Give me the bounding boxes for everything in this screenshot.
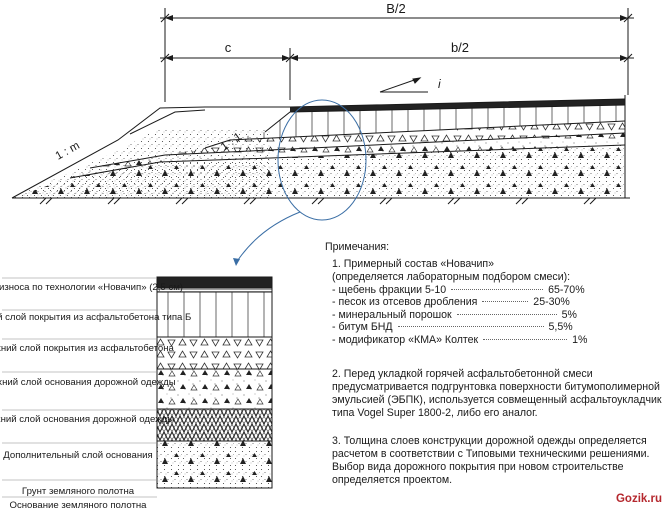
- layer-label-top-a: Верхний слой покрытия из асфальтобетона …: [0, 312, 191, 323]
- detail-callout-circle: [277, 99, 367, 221]
- composition-name: - минеральный порошок: [332, 308, 452, 321]
- layer-label-subgrade: Основание земляного полотна: [10, 500, 148, 511]
- composition-row: - минеральный порошок 5%: [332, 309, 587, 321]
- note-2-line: типа Vogel Super 1800-2, либо его аналог…: [332, 407, 538, 419]
- layer-label-extra-a: Дополнительный слой основания: [3, 450, 152, 461]
- composition-row: - битум БНД 5,5%: [332, 321, 587, 333]
- note-2-line: предусматривается подгрунтовка поверхнос…: [332, 381, 660, 393]
- outer-slope-label: 1 : m: [54, 140, 82, 163]
- composition-value: 1%: [572, 333, 588, 346]
- dimension-full-label: B/2: [386, 1, 406, 16]
- note-3-line: определяется проектом.: [332, 474, 453, 486]
- layer-label-bottom-a: Нижний слой покрытия из асфальтобетона: [0, 343, 175, 354]
- composition-name: - битум БНД: [332, 321, 393, 334]
- detail-callout-arrow: [237, 211, 301, 261]
- composition-name: - песок из отсевов дробления: [332, 296, 478, 309]
- layer-stack: [156, 276, 273, 489]
- watermark: Gozik.ru: [615, 493, 662, 505]
- composition-row: - песок из отсевов дробления 25-30%: [332, 296, 587, 308]
- note-2-line: 2. Перед укладкой горячей асфальтобетонн…: [332, 368, 593, 380]
- layer-label-soil: Грунт земляного полотна: [22, 486, 135, 497]
- note-3-line: расчетом в соответствии с Типовыми техни…: [332, 448, 650, 460]
- layer-label-base-lower-a: Нижний слой основания дорожной одежды: [0, 414, 174, 425]
- composition-name: - модификатор «КМА» Колтек: [332, 333, 479, 346]
- cross-section: [11, 95, 630, 205]
- dimension-shoulder-label: c: [225, 40, 232, 55]
- note-1-sub: (определяется лабораторным подбором смес…: [332, 271, 571, 283]
- grade-arrow: [379, 77, 428, 93]
- note-3-line: 3. Толщина слоев конструкции дорожной од…: [332, 435, 647, 447]
- note-1-intro: 1. Примерный состав «Новачип»: [332, 258, 495, 270]
- pavement-top-section: [230, 105, 625, 140]
- coated-layer-section: [165, 121, 625, 155]
- note-3-line: Выбор вида дорожного покрытия при новом …: [332, 461, 624, 473]
- grade-label: i: [438, 77, 441, 91]
- base-layer-section: [70, 133, 625, 178]
- base-lower-layer-section: [12, 145, 625, 198]
- layer-label-base-upper-a: Верхний слой основания дорожной одежды: [0, 377, 176, 388]
- note-2-line: эмульсией (ЭБПК), используется совмещенн…: [332, 394, 662, 406]
- composition-list: - щебень фракции 5-10 65-70% - песок из …: [332, 284, 587, 346]
- notes-title: Примечания:: [325, 241, 390, 253]
- composition-value: 5,5%: [548, 321, 573, 334]
- composition-row: - модификатор «КМА» Колтек 1%: [332, 334, 587, 346]
- composition-row: - щебень фракции 5-10 65-70%: [332, 284, 587, 296]
- composition-value: 5%: [561, 308, 577, 321]
- dimension-half-carriageway-label: b/2: [451, 40, 469, 55]
- dimension-lines: [160, 8, 634, 102]
- layer-label-wearing-a: Слой износа по технологии «Новачип» (2,5…: [0, 282, 183, 293]
- composition-value: 65-70%: [548, 284, 585, 296]
- wearing-course-section: [290, 99, 625, 112]
- composition-name: - щебень фракции 5-10: [332, 284, 447, 296]
- composition-value: 25-30%: [533, 296, 570, 309]
- layer-leader-lines: [2, 277, 157, 498]
